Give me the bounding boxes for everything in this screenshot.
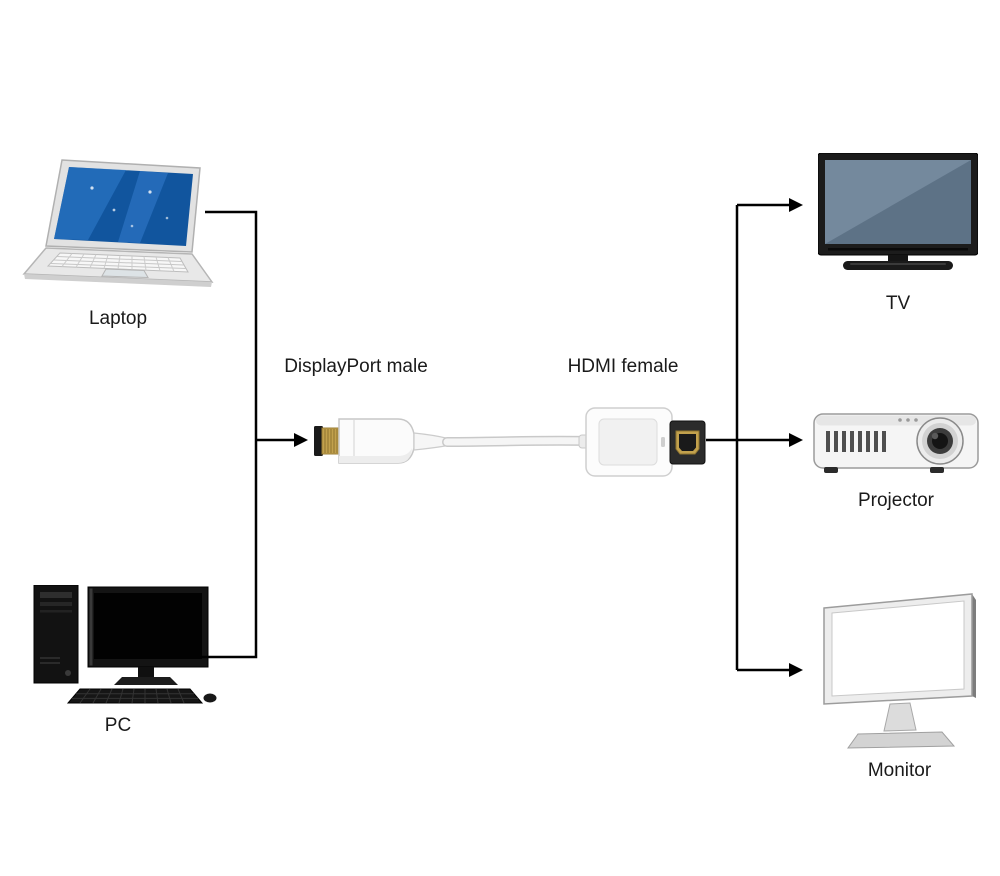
monitor-device: Monitor xyxy=(822,592,977,782)
displayport-plug-icon xyxy=(314,418,449,464)
projector-device: Projector xyxy=(812,404,980,512)
pc-icon xyxy=(33,585,217,704)
arrowhead-tv xyxy=(789,198,803,212)
monitor-label: Monitor xyxy=(867,760,932,781)
arrowhead-projector xyxy=(789,433,803,447)
adapter-cable xyxy=(442,435,593,447)
adapter-icon xyxy=(314,407,706,477)
arrowhead-adapter xyxy=(294,433,308,447)
monitor-icon xyxy=(823,593,976,749)
pc-label: PC xyxy=(104,715,132,736)
hdmi-port-icon xyxy=(669,420,706,465)
adapter-body xyxy=(578,407,673,477)
projector-label: Projector xyxy=(857,490,935,511)
laptop-device: Laptop xyxy=(22,158,214,330)
arrowhead-monitor xyxy=(789,663,803,677)
displayport-male-label: DisplayPort male xyxy=(284,356,428,377)
tv-icon xyxy=(818,153,978,270)
tv-label: TV xyxy=(885,293,911,314)
laptop-icon xyxy=(22,159,214,287)
pc-device: PC xyxy=(18,585,218,737)
laptop-label: Laptop xyxy=(88,308,148,329)
hdmi-female-label: HDMI female xyxy=(567,356,679,377)
tv-device: TV xyxy=(818,153,978,315)
projector-icon xyxy=(813,413,979,473)
